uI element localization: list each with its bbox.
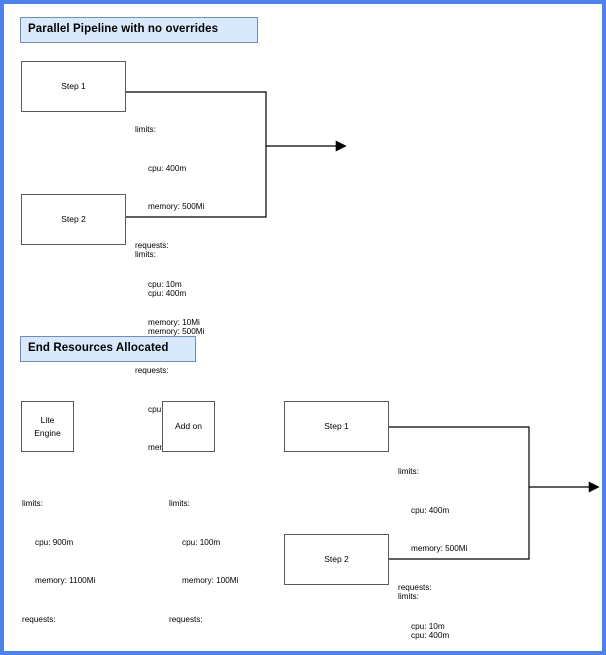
node-label: Step 1	[324, 421, 349, 432]
node-bottom-step-1[interactable]: Step 1	[284, 401, 389, 452]
limits-label: limits:	[169, 498, 190, 508]
limits-label: limits:	[398, 591, 419, 601]
requests-label: requests:	[169, 614, 203, 624]
limits-memory: memory: 500Mi	[411, 544, 468, 554]
section-banner-parallel-pipeline: Parallel Pipeline with no overrides	[20, 17, 258, 43]
limits-memory: memory: 1100Mi	[35, 576, 96, 586]
requests-label: requests:	[135, 365, 169, 375]
node-label: Step 2	[324, 554, 349, 565]
limits-label: limits:	[398, 466, 419, 476]
node-top-step-1[interactable]: Step 1	[21, 61, 126, 112]
section-banner-end-resources: End Resources Allocated	[20, 336, 196, 362]
bottom-merge-connector	[389, 426, 600, 560]
limits-cpu: cpu: 400m	[411, 630, 450, 640]
limits-memory: memory: 100Mi	[182, 576, 239, 586]
node-add-on[interactable]: Add on	[162, 401, 215, 452]
top-merge-connector	[126, 91, 347, 218]
node-label-line1: Lite	[40, 415, 55, 426]
node-top-step-2[interactable]: Step 2	[21, 194, 126, 245]
limits-cpu: cpu: 100m	[182, 537, 221, 547]
node-lite-engine[interactable]: Lite Engine	[21, 401, 74, 452]
requests-label: requests:	[398, 582, 432, 592]
connector-layer	[126, 91, 600, 560]
arrowhead-icon	[588, 481, 600, 493]
resources-lite-engine: limits: cpu: 900m memory: 1100Mi request…	[22, 472, 96, 651]
limits-cpu: cpu: 400m	[148, 288, 187, 298]
node-label-line2: Engine	[34, 427, 61, 438]
requests-memory: memory: 10Mi	[148, 318, 200, 328]
requests-cpu: cpu: 10m	[148, 279, 182, 289]
requests-cpu: cpu: 10m	[411, 621, 445, 631]
limits-cpu: cpu: 400m	[411, 505, 450, 515]
node-bottom-step-2[interactable]: Step 2	[284, 534, 389, 585]
resources-bottom-step-1: limits: cpu: 400m memory: 500Mi requests…	[398, 440, 468, 651]
resources-top-step-1: limits: cpu: 400m memory: 500Mi requests…	[135, 98, 204, 356]
limits-label: limits:	[22, 498, 43, 508]
limits-label: limits:	[135, 249, 156, 259]
arrowhead-icon	[335, 140, 347, 152]
node-label-line1: Add on	[175, 421, 202, 432]
limits-label: limits:	[135, 124, 156, 134]
node-label: Step 2	[61, 214, 86, 225]
limits-memory: memory: 500Mi	[148, 327, 205, 337]
limits-memory: memory: 500Mi	[148, 202, 205, 212]
resources-bottom-step-2: limits: cpu: 400m memory: 500Mi requests…	[398, 565, 467, 651]
resources-add-on: limits: cpu: 100m memory: 100Mi requests…	[169, 472, 239, 651]
requests-label: requests:	[22, 614, 56, 624]
node-label: Step 1	[61, 81, 86, 92]
limits-cpu: cpu: 400m	[148, 163, 187, 173]
requests-label: requests:	[135, 240, 169, 250]
limits-cpu: cpu: 900m	[35, 537, 74, 547]
